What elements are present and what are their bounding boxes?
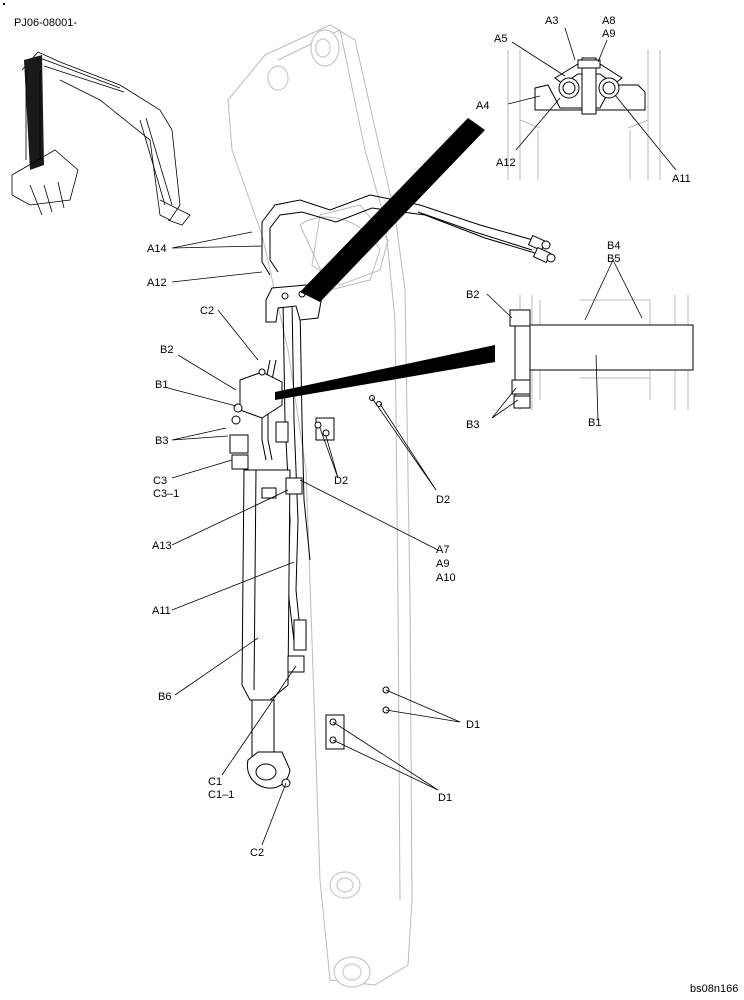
label-A4: A4 bbox=[476, 100, 489, 112]
label-C2-upper: C2 bbox=[200, 305, 214, 317]
callout-wedge-right bbox=[275, 345, 495, 400]
boom-cylinder bbox=[229, 368, 305, 789]
label-A9-top: A9 bbox=[602, 28, 615, 40]
leader-lines bbox=[167, 27, 677, 846]
excavator-thumbnail bbox=[11, 51, 191, 226]
figure-code: bs08n166 bbox=[690, 983, 738, 995]
corner-mark bbox=[3, 3, 5, 5]
header-code: PJ06-08001- bbox=[14, 17, 77, 29]
label-C1: C1 bbox=[208, 776, 222, 788]
label-B6: B6 bbox=[158, 691, 171, 703]
label-C1-1: C1–1 bbox=[208, 789, 234, 801]
callout-wedge-top bbox=[300, 118, 485, 302]
label-B2: B2 bbox=[160, 344, 173, 356]
detail-clamp bbox=[507, 50, 661, 180]
label-A12-detail: A12 bbox=[496, 157, 516, 169]
label-C2-lower: C2 bbox=[250, 847, 264, 859]
label-A11-detail: A11 bbox=[672, 173, 691, 185]
boom-outline bbox=[227, 24, 413, 988]
label-A3: A3 bbox=[545, 15, 558, 27]
label-A5: A5 bbox=[494, 33, 507, 45]
label-A12: A12 bbox=[147, 277, 167, 289]
label-D2-right: D2 bbox=[436, 494, 450, 506]
label-B5: B5 bbox=[607, 253, 620, 265]
label-A13: A13 bbox=[152, 540, 172, 552]
hydraulic-hoses bbox=[261, 194, 556, 651]
label-B1-detail: B1 bbox=[588, 417, 601, 429]
label-A10: A10 bbox=[436, 572, 456, 584]
label-B3: B3 bbox=[155, 435, 168, 447]
detail-pin bbox=[509, 295, 694, 410]
label-A9: A9 bbox=[436, 558, 449, 570]
label-A11: A11 bbox=[152, 605, 171, 617]
label-D1-lower: D1 bbox=[438, 792, 452, 804]
fasteners bbox=[314, 395, 390, 750]
label-A8: A8 bbox=[602, 15, 615, 27]
label-C3-1: C3–1 bbox=[153, 488, 179, 500]
label-B1: B1 bbox=[155, 379, 168, 391]
label-A7: A7 bbox=[436, 544, 449, 556]
label-C3: C3 bbox=[153, 475, 167, 487]
label-A14: A14 bbox=[147, 243, 167, 255]
label-B3-detail: B3 bbox=[466, 419, 479, 431]
label-D1-upper: D1 bbox=[466, 719, 480, 731]
label-B2-detail: B2 bbox=[466, 289, 479, 301]
label-D2-left: D2 bbox=[334, 475, 348, 487]
part-labels: A3 A8 A9 A5 A4 A12 A11 A14 A12 C2 B2 B1 … bbox=[147, 15, 691, 859]
label-B4: B4 bbox=[607, 240, 620, 252]
